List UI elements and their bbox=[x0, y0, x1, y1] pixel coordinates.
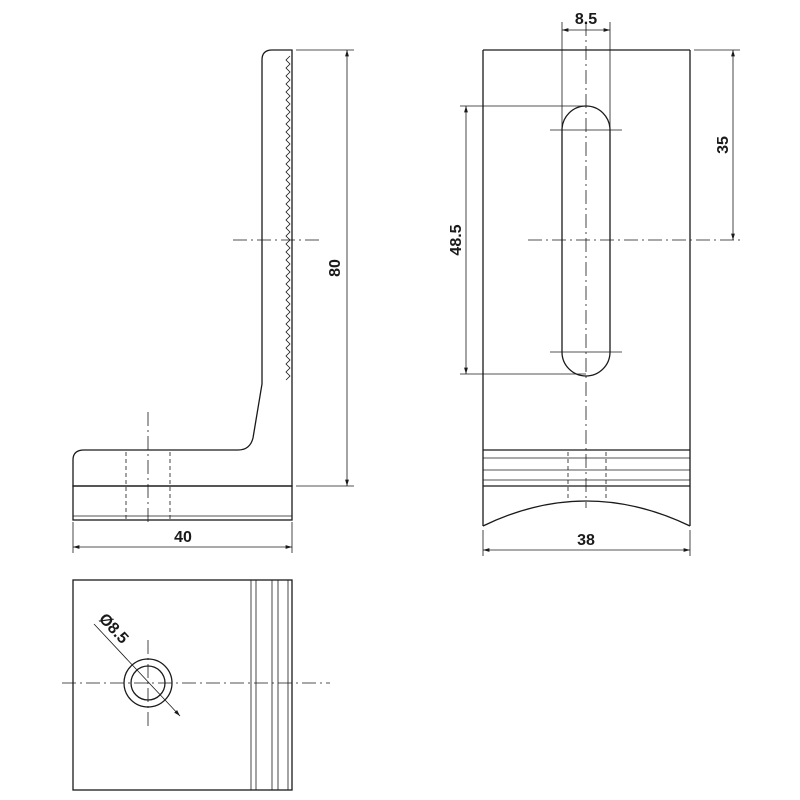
dim-35: 35 bbox=[715, 136, 732, 154]
dim-80: 80 bbox=[327, 259, 344, 277]
top-view-outline bbox=[72, 579, 293, 791]
dim-8-5: 8.5 bbox=[575, 11, 597, 28]
side-view-outline bbox=[72, 49, 293, 487]
side-view: 80 40 bbox=[72, 49, 354, 553]
dim-40: 40 bbox=[174, 529, 192, 546]
top-view: Ø8.5 bbox=[62, 579, 330, 791]
dim-38: 38 bbox=[577, 532, 595, 549]
serrated-edge bbox=[285, 55, 291, 381]
curved-base bbox=[482, 500, 691, 527]
front-view: 8.5 48.5 35 38 bbox=[448, 11, 740, 556]
base-plate bbox=[72, 485, 293, 521]
dim-48-5: 48.5 bbox=[448, 224, 465, 255]
dim-hole-diameter: Ø8.5 bbox=[95, 610, 131, 647]
